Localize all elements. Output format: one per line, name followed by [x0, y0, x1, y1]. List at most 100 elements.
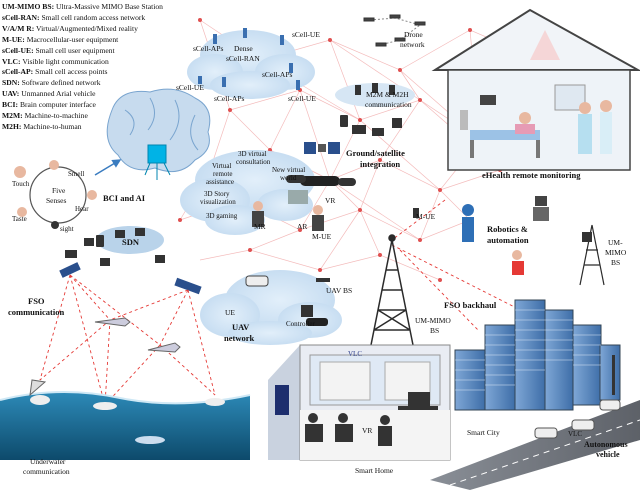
legend-desc: Brain computer interface	[19, 100, 96, 110]
vlc-city-label: VLC	[568, 430, 582, 438]
underwater-communication-label: communication	[23, 467, 70, 476]
m2m-cloud	[335, 83, 415, 107]
legend-desc: Small cell random access network	[41, 12, 146, 22]
legend-row: V/A/M R: Virtual/Augmented/Mixed reality	[2, 24, 192, 35]
road	[430, 355, 640, 490]
story-label: 3D Story	[204, 190, 230, 198]
visualization-label: visualization	[200, 198, 236, 206]
hear-label: Hear	[75, 205, 89, 213]
xr-users	[252, 176, 340, 231]
vehicle-label: vehicle	[596, 450, 620, 459]
legend-desc: Ultra-Massive MIMO Base Station	[56, 2, 163, 11]
smart-home	[268, 344, 451, 461]
mr-label: MR	[254, 222, 266, 231]
smart-city-label: Smart City	[467, 428, 500, 437]
m2m-communication-label: communication	[365, 100, 412, 109]
m-ue-label: M-UE	[416, 212, 436, 221]
legend-row: M-UE: Macrocellular-user equipment	[2, 35, 192, 46]
drone-network	[363, 14, 426, 47]
remote-label: remote	[213, 170, 233, 178]
mimo-label: MIMO	[605, 248, 627, 257]
legend-row: VLC: Visible light communication	[2, 57, 192, 68]
central-tower	[369, 234, 415, 351]
ue-label: UE	[225, 308, 235, 317]
scell-aps-label: sCell-APs	[262, 70, 293, 79]
hospital-house	[431, 8, 640, 171]
sdn-graphic	[84, 226, 165, 266]
legend-desc: Macrocellular-user equipment	[26, 34, 119, 44]
senses-label: Senses	[46, 196, 67, 205]
smart-city	[454, 299, 621, 411]
legend-row: sCell-RAN: Small cell random access netw…	[2, 13, 192, 24]
legend-abbr: VLC:	[2, 56, 21, 66]
dense-scell-ran-label: sCell-RAN	[226, 54, 260, 63]
scell-ran-cloud	[187, 30, 315, 99]
uav-label: UAV	[232, 322, 250, 332]
new-virtual-label: New virtual	[272, 166, 306, 174]
vr-label: VR	[325, 196, 336, 205]
um-mimo-bs-label: BS	[430, 326, 440, 335]
legend-abbr: M-UE:	[2, 34, 25, 44]
legend-row: BCI: Brain computer interface	[2, 100, 192, 111]
legend-desc: Machine-to-machine	[24, 111, 88, 121]
satellites-left	[59, 262, 202, 295]
legend-row: UAV: Unmanned Arial vehicle	[2, 89, 192, 100]
legend-desc: Software defined network	[21, 78, 101, 88]
sdn-label: SDN	[122, 237, 140, 247]
legend-abbr: sCell-AP:	[2, 67, 34, 77]
legend-row: sCell-UE: Small cell user equipment	[2, 46, 192, 57]
consultation-label: consultation	[236, 158, 271, 166]
satellite-center	[304, 142, 340, 154]
legend-desc: Visible light communication	[22, 56, 109, 66]
ar-label: AR	[297, 222, 308, 231]
misc-devices	[65, 175, 419, 258]
uav-cloud	[200, 270, 342, 345]
scell-ue-label: sCell-UE	[292, 30, 320, 39]
scell-ue-label: sCell-UE	[176, 83, 204, 92]
legend-row: sCell-AP: Small cell access points	[2, 67, 192, 78]
vr-home-label: VR	[362, 426, 373, 435]
abbreviation-legend: UM-MIMO BS: Ultra-Massive MIMO Base Stat…	[2, 2, 192, 133]
right-tower	[579, 224, 605, 286]
uav-bs-label: UAV BS	[326, 286, 353, 295]
gaming-label: 3D gaming	[206, 212, 238, 220]
legend-desc: Unmanned Arial vehicle	[21, 89, 96, 99]
vlc-home-label: VLC	[348, 350, 362, 358]
scell-ap-icons	[198, 28, 300, 90]
fso-label: FSO	[28, 296, 45, 306]
legend-abbr: BCI:	[2, 100, 19, 110]
ehealth-label: eHealth remote monitoring	[482, 170, 581, 180]
legend-row: M2M: Machine-to-machine	[2, 111, 192, 122]
ground-satellite-label: Ground/satellite	[346, 148, 405, 158]
virtual-consultation-label: 3D virtual	[238, 150, 267, 158]
uav-network-label: network	[224, 333, 255, 343]
legend-row: UM-MIMO BS: Ultra-Massive MIMO Base Stat…	[2, 2, 192, 13]
drone-label: Drone	[404, 30, 423, 39]
touch-label: Touch	[12, 180, 30, 188]
virtual-label: Virtual	[212, 162, 232, 170]
um-label: UM-	[608, 238, 623, 247]
legend-desc: Virtual/Augmented/Mixed reality	[36, 23, 138, 33]
fso-backhaul-label: FSO backhaul	[444, 300, 497, 310]
m-ue-label: M-UE	[312, 232, 332, 241]
bci-ai-label: BCI and AI	[103, 193, 146, 203]
automation-label: automation	[487, 235, 529, 245]
legend-abbr: UAV:	[2, 89, 20, 99]
integration-label: integration	[360, 159, 401, 169]
ocean	[0, 379, 251, 460]
legend-abbr: sCell-RAN:	[2, 12, 40, 22]
sight-label: sight	[60, 225, 74, 233]
legend-abbr: V/A/M R:	[2, 23, 35, 33]
legend-desc: Machine-to-human	[23, 121, 82, 131]
robotics-graphic	[462, 196, 592, 275]
scell-ue-label: sCell-UE	[288, 94, 316, 103]
taste-label: Taste	[12, 215, 27, 223]
um-mimo-label: UM-MIMO	[415, 316, 451, 325]
scell-aps-label: sCell-APs	[214, 94, 245, 103]
assistance-label: assistance	[206, 178, 234, 186]
smell-label: Smell	[68, 170, 85, 178]
autonomous-label: Autonomous	[584, 440, 628, 449]
five-label: Five	[52, 186, 66, 195]
